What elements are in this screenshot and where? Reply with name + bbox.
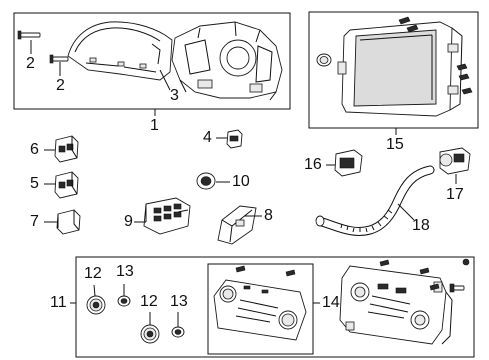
sensor-part-17	[439, 147, 471, 175]
climate-control-unit	[339, 265, 453, 345]
callout-2a: 2	[26, 55, 35, 72]
display-knob	[316, 53, 332, 67]
bracket-part-8	[217, 205, 257, 245]
switch-part-16	[334, 149, 363, 177]
group-box-climate-panel	[207, 263, 314, 355]
callout-5: 5	[30, 175, 39, 192]
display-clips	[398, 16, 473, 95]
callout-12b: 12	[140, 293, 158, 310]
callout-13a: 13	[116, 263, 134, 280]
callout-11: 11	[50, 294, 67, 311]
group-box-display	[308, 11, 479, 129]
switch-part-5	[54, 171, 79, 199]
callout-17: 17	[446, 186, 464, 203]
callout-9: 9	[124, 213, 133, 230]
callout-10: 10	[232, 173, 250, 190]
callout-14: 14	[322, 294, 340, 311]
group-box-controls	[75, 256, 475, 358]
callout-2b: 2	[56, 77, 65, 94]
knob-part-12b	[140, 324, 160, 344]
unit-clips	[379, 259, 440, 291]
hose-part-18	[315, 165, 435, 236]
callout-1: 1	[150, 117, 159, 134]
screw-part-2b	[49, 54, 69, 64]
display-unit	[337, 21, 463, 117]
callout-15: 15	[386, 136, 404, 153]
ring-part-13a	[117, 295, 131, 307]
callout-16: 16	[304, 156, 322, 173]
knob-part-10	[196, 172, 216, 190]
switch-part-6	[54, 135, 79, 163]
callout-4: 4	[203, 129, 212, 146]
callout-3: 3	[170, 87, 179, 104]
blank-cover-part-7	[56, 209, 81, 235]
callout-7: 7	[30, 213, 39, 230]
screw-icon	[449, 258, 470, 293]
cluster-cover-part-3	[67, 21, 173, 81]
group-box-cluster	[13, 12, 291, 110]
faceplate-clips	[235, 265, 296, 277]
connector-part-4	[226, 129, 243, 149]
callout-18: 18	[412, 217, 430, 234]
callout-8: 8	[264, 207, 273, 224]
switch-panel-part-9	[143, 197, 191, 235]
callout-13b: 13	[170, 293, 188, 310]
screw-part-2a	[17, 30, 41, 40]
callout-6: 6	[30, 141, 39, 158]
knob-part-12a	[86, 295, 106, 315]
ring-part-13b	[171, 326, 185, 338]
cluster-meter-assembly	[171, 21, 283, 101]
climate-faceplate	[213, 279, 307, 341]
callout-12a: 12	[84, 265, 102, 282]
